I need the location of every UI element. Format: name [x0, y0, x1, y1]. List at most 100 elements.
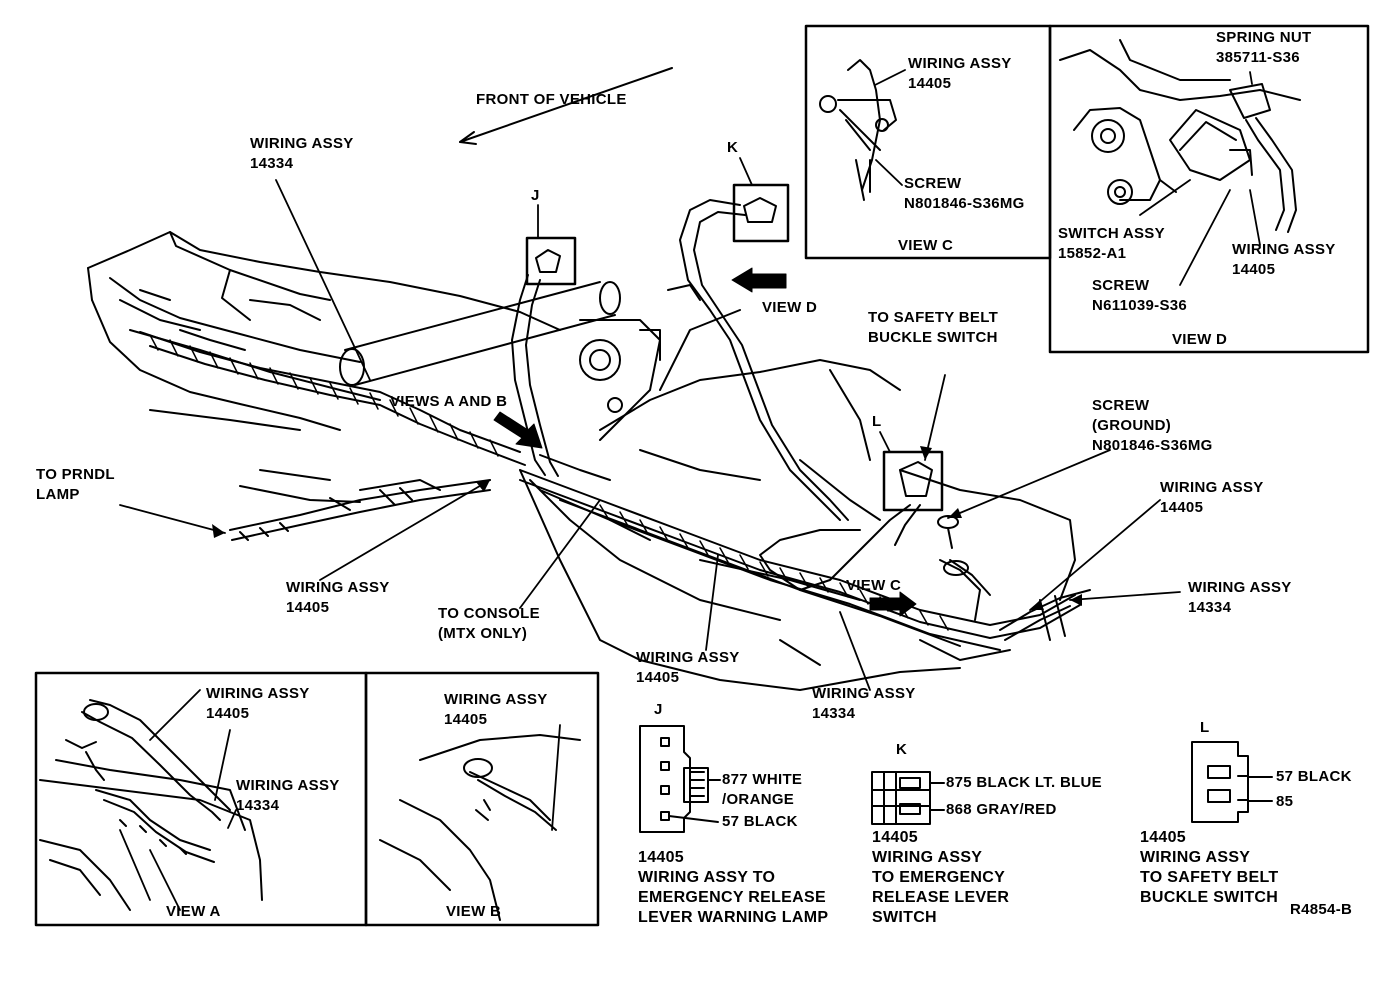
main-harness — [519, 469, 1091, 651]
connector-j-caption-line4: LEVER WARNING LAMP — [638, 909, 829, 926]
spring-nut-line2: 385711-S36 — [1216, 49, 1300, 66]
k-harness — [667, 199, 849, 521]
view-a-wiring-14405-label: WIRING ASSY 14405 — [206, 684, 310, 724]
wiring-14334-bottom-label: WIRING ASSY 14334 — [812, 684, 916, 724]
view-d-arrow-label: VIEW D — [762, 299, 818, 316]
connector-k-caption-line2: WIRING ASSY — [872, 849, 983, 866]
view-c-screw-label: SCREW N801846-S36MG — [904, 174, 1025, 214]
wiring-14405-right-line1: WIRING ASSY — [1160, 479, 1264, 496]
view-c-screw-line1: SCREW — [904, 175, 962, 192]
connector-k-caption: 14405 WIRING ASSY TO EMERGENCY RELEASE L… — [872, 828, 1009, 928]
to-prndl-line1: TO PRNDL — [36, 466, 115, 483]
view-d-screw-label: SCREW N611039-S36 — [1092, 276, 1187, 316]
view-d-wiring-line1: WIRING ASSY — [1232, 241, 1336, 258]
connector-k-caption-line5: SWITCH — [872, 909, 937, 926]
j-callout-letter: J — [531, 187, 540, 204]
view-d-screw-line2: N611039-S36 — [1092, 297, 1188, 314]
l-connector-box — [882, 450, 944, 512]
wiring-14334-right-line1: WIRING ASSY — [1188, 579, 1292, 596]
connector-k-caption-line4: RELEASE LEVER — [872, 889, 1010, 906]
view-d-box — [1048, 24, 1370, 354]
connector-l-caption: 14405 WIRING ASSY TO SAFETY BELT BUCKLE … — [1140, 828, 1278, 908]
view-c-screw-line2: N801846-S36MG — [904, 195, 1025, 212]
connector-l-drawing — [1191, 741, 1273, 823]
connector-k-letter: K — [896, 741, 908, 758]
view-a-wiring-14334-label: WIRING ASSY 14334 — [236, 776, 340, 816]
l-harness — [759, 504, 991, 621]
to-console-label: TO CONSOLE (MTX ONLY) — [438, 604, 540, 644]
switch-assy-line1: SWITCH ASSY — [1058, 225, 1165, 242]
connector-j-caption-line1: 14405 — [638, 849, 684, 866]
k-callout-letter: K — [727, 139, 739, 156]
wiring-14405-left-line2: 14405 — [286, 599, 330, 616]
wiring-14405-right-label: WIRING ASSY 14405 — [1160, 478, 1264, 518]
cross-member — [339, 281, 661, 441]
connector-j-caption-line2: WIRING ASSY TO — [638, 869, 776, 886]
connector-l-caption-line4: BUCKLE SWITCH — [1140, 889, 1279, 906]
connector-j-pin1-line1: 877 WHITE — [722, 771, 803, 788]
wiring-14405-right-line2: 14405 — [1160, 499, 1204, 516]
to-console-line2: (MTX ONLY) — [438, 625, 528, 642]
l-callout-letter: L — [872, 413, 882, 430]
view-c-wiring-line2: 14405 — [908, 75, 952, 92]
wiring-14405-left-line1: WIRING ASSY — [286, 579, 390, 596]
to-console-line1: TO CONSOLE — [438, 605, 540, 622]
to-prndl-lamp-label: TO PRNDL LAMP — [36, 465, 115, 505]
view-c-wiring-label: WIRING ASSY 14405 — [908, 54, 1012, 94]
wiring-14334-top-line1: WIRING ASSY — [250, 135, 354, 152]
ground-screw — [937, 515, 969, 576]
connector-l-caption-line3: TO SAFETY BELT — [1140, 869, 1279, 886]
connector-l-caption-line2: WIRING ASSY — [1140, 849, 1251, 866]
wiring-14405-mid-line2: 14405 — [636, 669, 680, 686]
view-a-14334-line2: 14334 — [236, 797, 280, 814]
spring-nut-line1: SPRING NUT — [1216, 29, 1312, 46]
connector-j-caption: 14405 WIRING ASSY TO EMERGENCY RELEASE L… — [638, 848, 828, 928]
connector-l-pin2: 85 — [1276, 793, 1294, 810]
view-b-box — [364, 671, 600, 927]
views-a-and-b-label: VIEWS A AND B — [390, 393, 508, 410]
leader-lines — [119, 157, 1181, 691]
view-d-switch-assy-label: SWITCH ASSY 15852-A1 — [1058, 224, 1165, 264]
wiring-14334-bottom-line2: 14334 — [812, 705, 856, 722]
view-c-arrow-label: VIEW C — [846, 577, 902, 594]
screw-ground-line3: N801846-S36MG — [1092, 437, 1213, 454]
screw-ground-line2: (GROUND) — [1092, 417, 1172, 434]
connector-l-pin1: 57 BLACK — [1276, 768, 1352, 785]
floor-pan-drawing — [87, 231, 1076, 691]
view-d-spring-nut-label: SPRING NUT 385711-S36 — [1216, 28, 1312, 68]
connector-l-caption-line1: 14405 — [1140, 829, 1186, 846]
connector-k-pin2: 868 GRAY/RED — [946, 801, 1057, 818]
view-a-14405-line1: WIRING ASSY — [206, 685, 310, 702]
left-harness-strip — [139, 331, 526, 466]
connector-j-drawing — [639, 725, 721, 833]
connector-k-pin1: 875 BLACK LT. BLUE — [946, 774, 1102, 791]
connector-l-letter: L — [1200, 719, 1210, 736]
to-safety-belt-label: TO SAFETY BELT BUCKLE SWITCH — [868, 308, 998, 348]
k-connector-box — [732, 183, 790, 243]
view-b-drawing — [379, 724, 581, 921]
figure-code: R4854-B — [1290, 901, 1353, 918]
wiring-14334-top-line2: 14334 — [250, 155, 294, 172]
view-d-wiring-line2: 14405 — [1232, 261, 1276, 278]
view-c-title: VIEW C — [898, 237, 954, 254]
prndl-harness — [229, 479, 491, 541]
to-safety-belt-line2: BUCKLE SWITCH — [868, 329, 998, 346]
view-c-arrow — [869, 591, 917, 617]
view-d-title: VIEW D — [1172, 331, 1228, 348]
wiring-14334-bottom-line1: WIRING ASSY — [812, 685, 916, 702]
screw-ground-label: SCREW (GROUND) N801846-S36MG — [1092, 396, 1213, 456]
connector-j-caption-line3: EMERGENCY RELEASE — [638, 889, 826, 906]
connector-k-caption-line1: 14405 — [872, 829, 918, 846]
views-ab-arrow — [493, 411, 543, 449]
view-a-14334-line1: WIRING ASSY — [236, 777, 340, 794]
to-prndl-line2: LAMP — [36, 486, 80, 503]
view-d-arrow — [731, 267, 787, 293]
view-c-drawing — [819, 59, 906, 201]
front-of-vehicle-label: FRONT OF VEHICLE — [476, 91, 627, 108]
connector-j-pin1: 877 WHITE /ORANGE — [722, 770, 802, 810]
wiring-14405-left-label: WIRING ASSY 14405 — [286, 578, 390, 618]
connector-k-caption-line3: TO EMERGENCY — [872, 869, 1006, 886]
connector-k-drawing — [871, 771, 945, 825]
j-harness — [511, 274, 611, 481]
